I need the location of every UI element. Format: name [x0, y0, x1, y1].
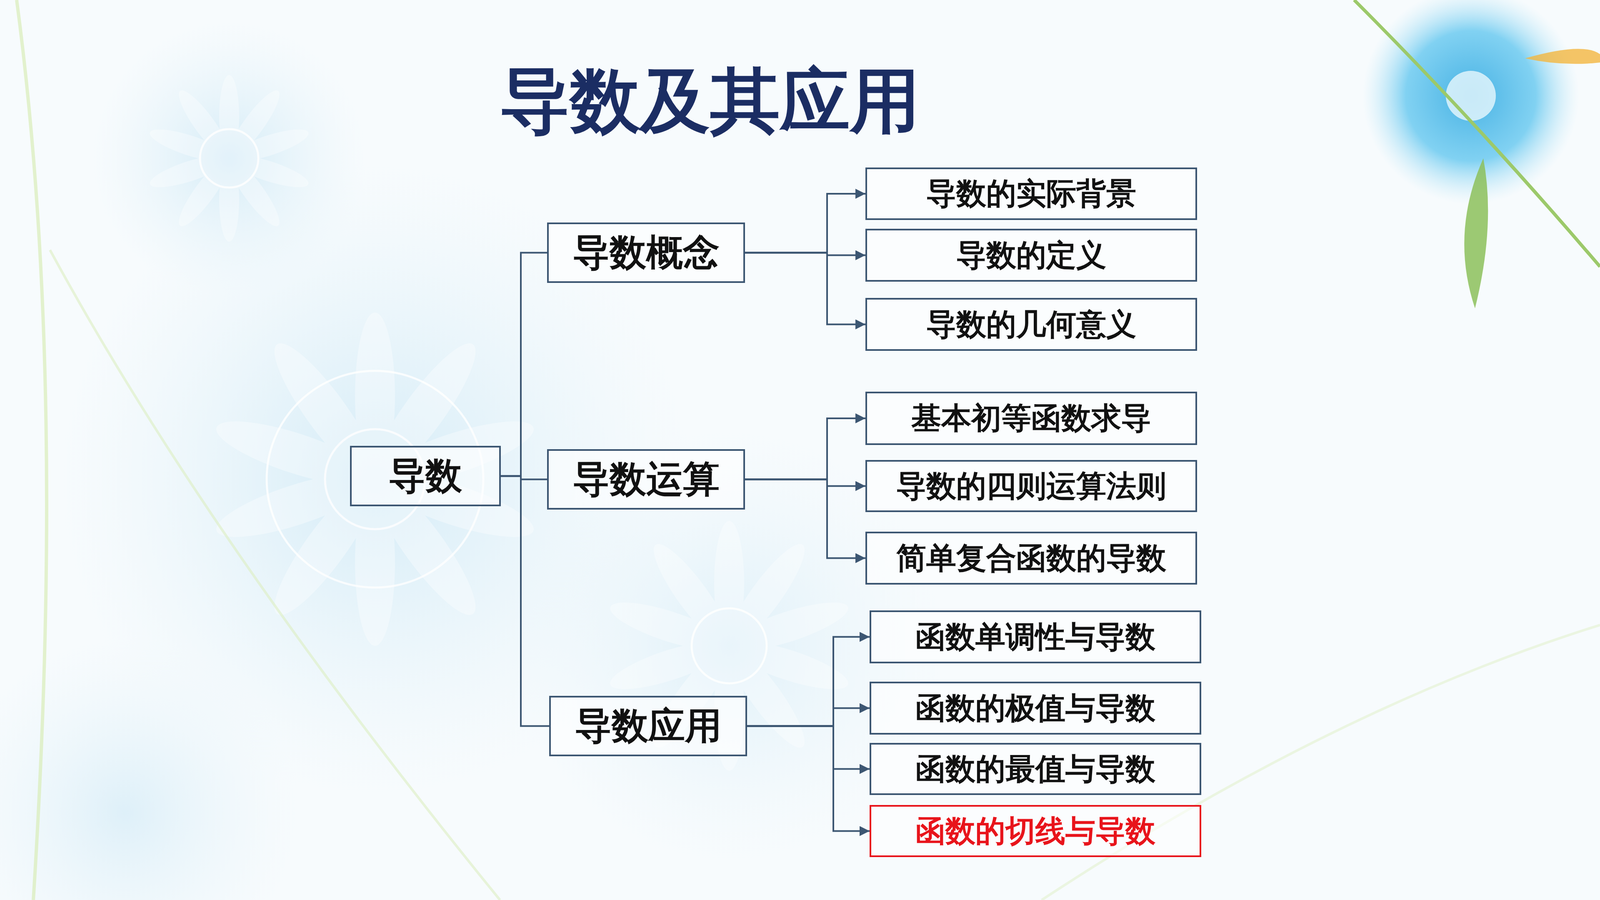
node-label: 函数的切线与导数: [915, 814, 1156, 848]
leaf-box: 函数的极值与导数: [869, 681, 1202, 735]
connector: [747, 708, 870, 727]
leaf-box: 导数的实际背景: [865, 167, 1198, 220]
node-label: 导数的四则运算法则: [896, 469, 1167, 503]
leaf-box: 导数的四则运算法则: [865, 460, 1198, 513]
leaf-box: 导数的定义: [865, 228, 1198, 282]
root-box: 导数: [350, 445, 501, 507]
connector: [745, 479, 866, 559]
connector: [745, 193, 866, 253]
leaf-box: 函数单调性与导数: [869, 610, 1202, 664]
node-label: 函数的最值与导数: [915, 752, 1156, 786]
branch-box: 导数运算: [547, 449, 745, 510]
connector: [500, 476, 550, 727]
connector: [747, 726, 870, 832]
connector: [747, 726, 870, 770]
leaf-box: 简单复合函数的导数: [865, 531, 1198, 585]
leaf-box: 基本初等函数求导: [865, 391, 1198, 445]
node-label: 函数的极值与导数: [915, 691, 1156, 725]
leaf-box: 导数的几何意义: [865, 297, 1198, 351]
leaf-box: 函数的最值与导数: [869, 742, 1202, 795]
node-label: 简单复合函数的导数: [896, 541, 1167, 575]
branch-box: 导数应用: [549, 695, 748, 757]
connector: [745, 252, 866, 325]
node-label: 导数的几何意义: [926, 307, 1137, 341]
node-label: 基本初等函数求导: [911, 401, 1152, 435]
node-label: 导数运算: [572, 459, 720, 500]
node-label: 导数应用: [575, 705, 722, 747]
node-label: 导数的实际背景: [926, 177, 1137, 210]
connector: [747, 637, 870, 727]
diagram-title: 导数及其应用: [500, 62, 920, 140]
node-label: 导数: [388, 455, 463, 497]
node-label: 导数的定义: [956, 238, 1107, 272]
leaf-box: 函数的切线与导数: [869, 805, 1202, 858]
connector: [745, 479, 866, 487]
branch-box: 导数概念: [547, 222, 745, 283]
connector: [745, 418, 866, 480]
node-label: 函数单调性与导数: [915, 620, 1156, 654]
connector: [500, 252, 548, 477]
node-label: 导数概念: [572, 232, 720, 273]
